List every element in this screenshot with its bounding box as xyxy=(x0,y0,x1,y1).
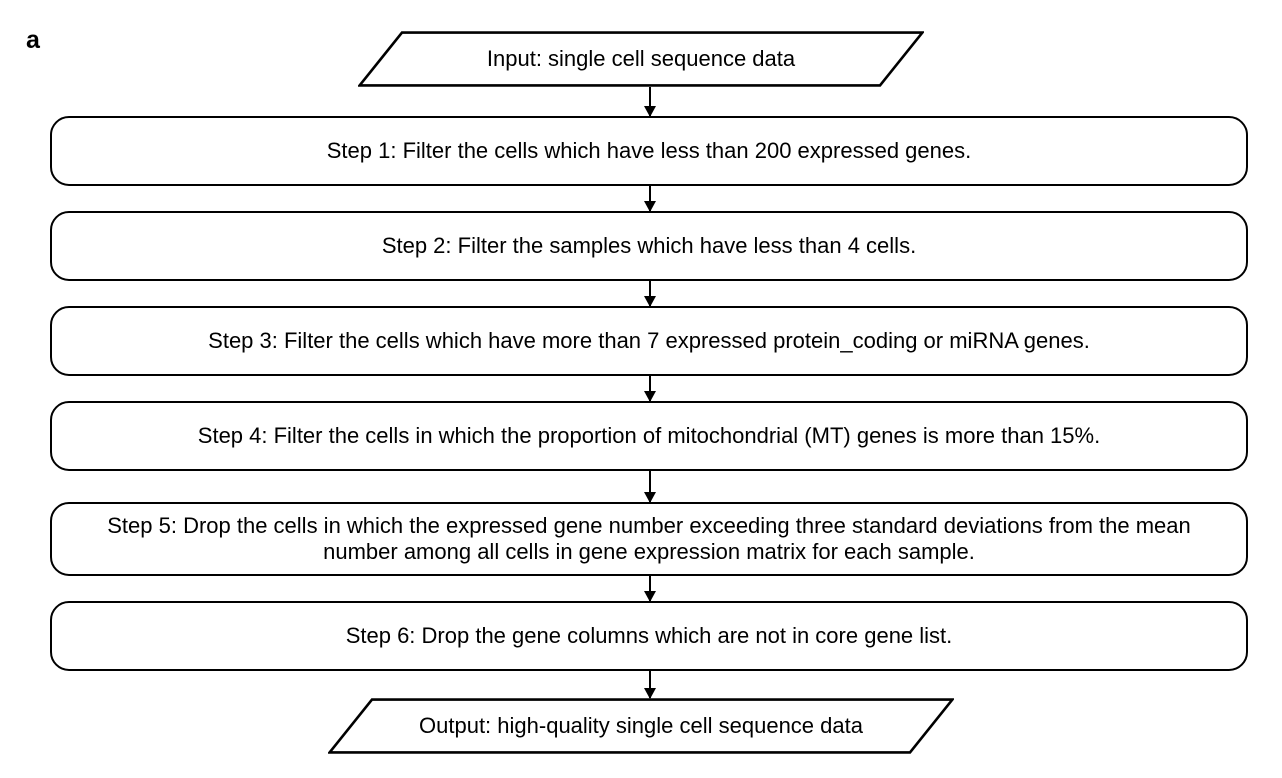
node-step-2-label: Step 2: Filter the samples which have le… xyxy=(381,232,917,258)
connector-step2-to-step3 xyxy=(644,281,656,307)
node-step-6: Step 6: Drop the gene columns which are … xyxy=(50,601,1248,671)
arrowhead-icon xyxy=(644,106,656,117)
node-step-2: Step 2: Filter the samples which have le… xyxy=(50,211,1248,281)
connector-step1-to-step2 xyxy=(644,186,656,212)
node-step-6-label: Step 6: Drop the gene columns which are … xyxy=(345,622,953,648)
node-step-1: Step 1: Filter the cells which have less… xyxy=(50,116,1248,186)
arrowhead-icon xyxy=(644,296,656,307)
connector-input-to-step1 xyxy=(644,87,656,117)
node-step-1-label: Step 1: Filter the cells which have less… xyxy=(326,137,972,163)
node-step-4: Step 4: Filter the cells in which the pr… xyxy=(50,401,1248,471)
connector-step3-to-step4 xyxy=(644,376,656,402)
arrowhead-icon xyxy=(644,591,656,602)
arrowhead-icon xyxy=(644,688,656,699)
node-step-5: Step 5: Drop the cells in which the expr… xyxy=(50,502,1248,576)
node-step-3: Step 3: Filter the cells which have more… xyxy=(50,306,1248,376)
node-output-label: Output: high-quality single cell sequenc… xyxy=(419,713,863,739)
node-step-3-label: Step 3: Filter the cells which have more… xyxy=(208,327,1090,353)
node-input-label: Input: single cell sequence data xyxy=(486,46,796,72)
panel-label-a: a xyxy=(26,26,40,54)
node-input: Input: single cell sequence data xyxy=(358,31,924,87)
node-step-5-label: Step 5: Drop the cells in which the expr… xyxy=(107,512,1191,564)
node-output: Output: high-quality single cell sequenc… xyxy=(328,698,954,754)
parallelogram-shape-output xyxy=(328,698,954,754)
arrowhead-icon xyxy=(644,201,656,212)
connector-step6-to-output xyxy=(644,671,656,699)
arrowhead-icon xyxy=(644,492,656,503)
connector-step4-to-step5 xyxy=(644,471,656,503)
arrowhead-icon xyxy=(644,391,656,402)
connector-step5-to-step6 xyxy=(644,576,656,602)
parallelogram-shape-input xyxy=(358,31,924,87)
node-step-4-label: Step 4: Filter the cells in which the pr… xyxy=(197,422,1101,448)
